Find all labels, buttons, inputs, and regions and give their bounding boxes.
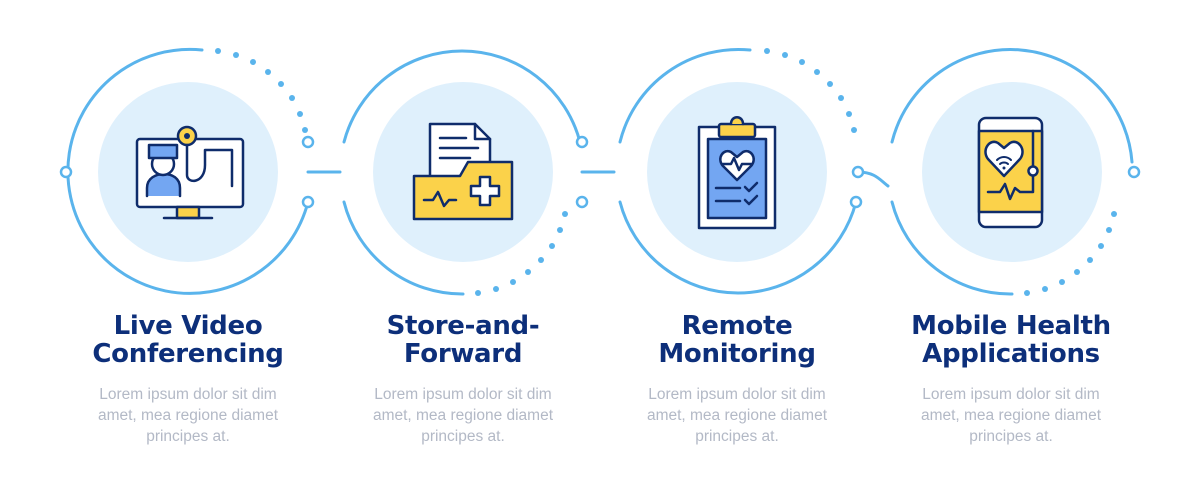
step-2-description: Lorem ipsum dolor sit dim amet, mea regi… <box>372 386 554 445</box>
mobile-health-app-icon <box>977 116 1044 229</box>
medical-folder-icon <box>412 122 514 221</box>
step-1: Live Video Conferencing Lorem ipsum dolo… <box>58 312 318 447</box>
step-3-description: Lorem ipsum dolor sit dim amet, mea regi… <box>646 386 828 445</box>
step-2: Store-and- Forward Lorem ipsum dolor sit… <box>333 312 593 447</box>
step-1-title: Live Video Conferencing <box>92 311 284 369</box>
step-3: Remote Monitoring Lorem ipsum dolor sit … <box>607 312 867 447</box>
video-conference-icon <box>135 125 245 220</box>
clipboard-monitoring-icon <box>697 116 777 230</box>
step-2-title: Store-and- Forward <box>386 311 540 369</box>
step-1-description: Lorem ipsum dolor sit dim amet, mea regi… <box>97 386 279 445</box>
step-4-description: Lorem ipsum dolor sit dim amet, mea regi… <box>920 386 1102 445</box>
step-3-title: Remote Monitoring <box>658 311 816 369</box>
step-4-title: Mobile Health Applications <box>911 311 1111 369</box>
step-4: Mobile Health Applications Lorem ipsum d… <box>881 312 1141 447</box>
